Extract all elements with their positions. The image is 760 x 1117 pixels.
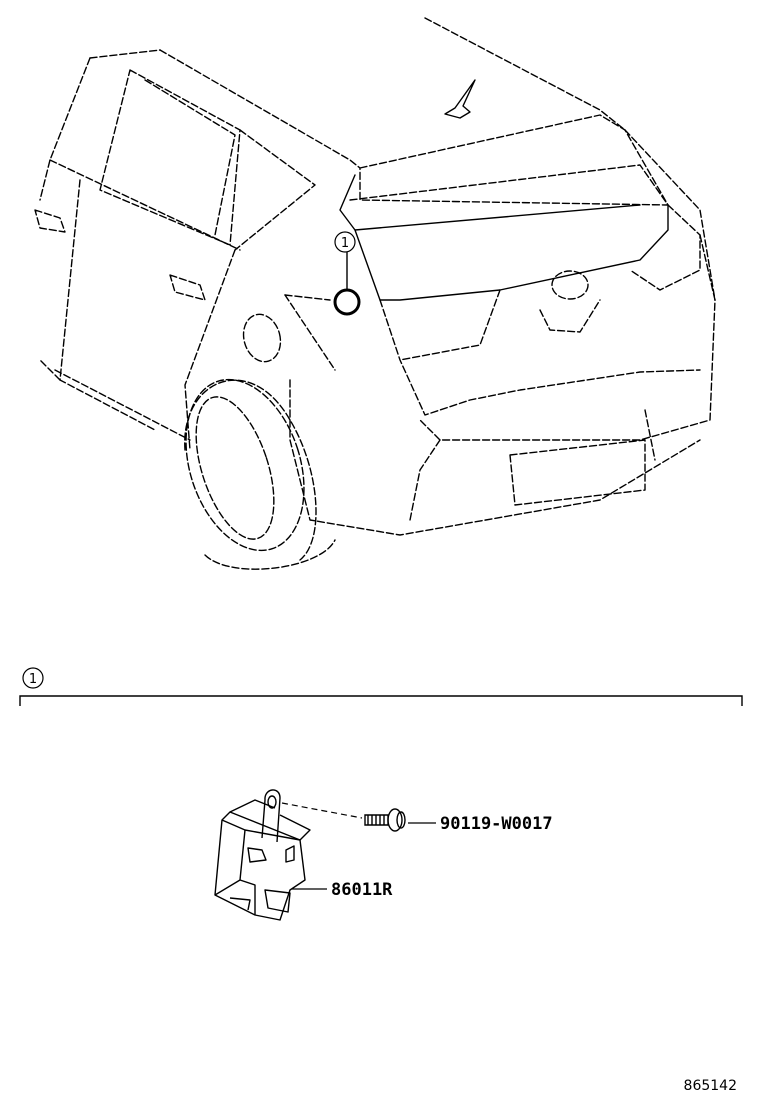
ecu-unit-illustration: [214, 789, 311, 921]
section-header: 1: [19, 667, 743, 706]
part-number-unit: 86011R: [331, 880, 393, 900]
vehicle-rear-illustration: [34, 17, 716, 570]
component-location-marker: 1: [333, 231, 361, 316]
section-callout-number: 1: [29, 672, 37, 687]
callout-circle: [334, 231, 356, 253]
install-guide-line: [281, 802, 363, 819]
illustration-reference: 865142: [684, 1078, 737, 1094]
part-number-bolt: 90119-W0017: [440, 814, 553, 834]
bolt-illustration: [364, 808, 406, 832]
section-bracket: [19, 695, 743, 706]
callout-number: 1: [341, 236, 349, 251]
section-callout-circle: [22, 667, 44, 689]
